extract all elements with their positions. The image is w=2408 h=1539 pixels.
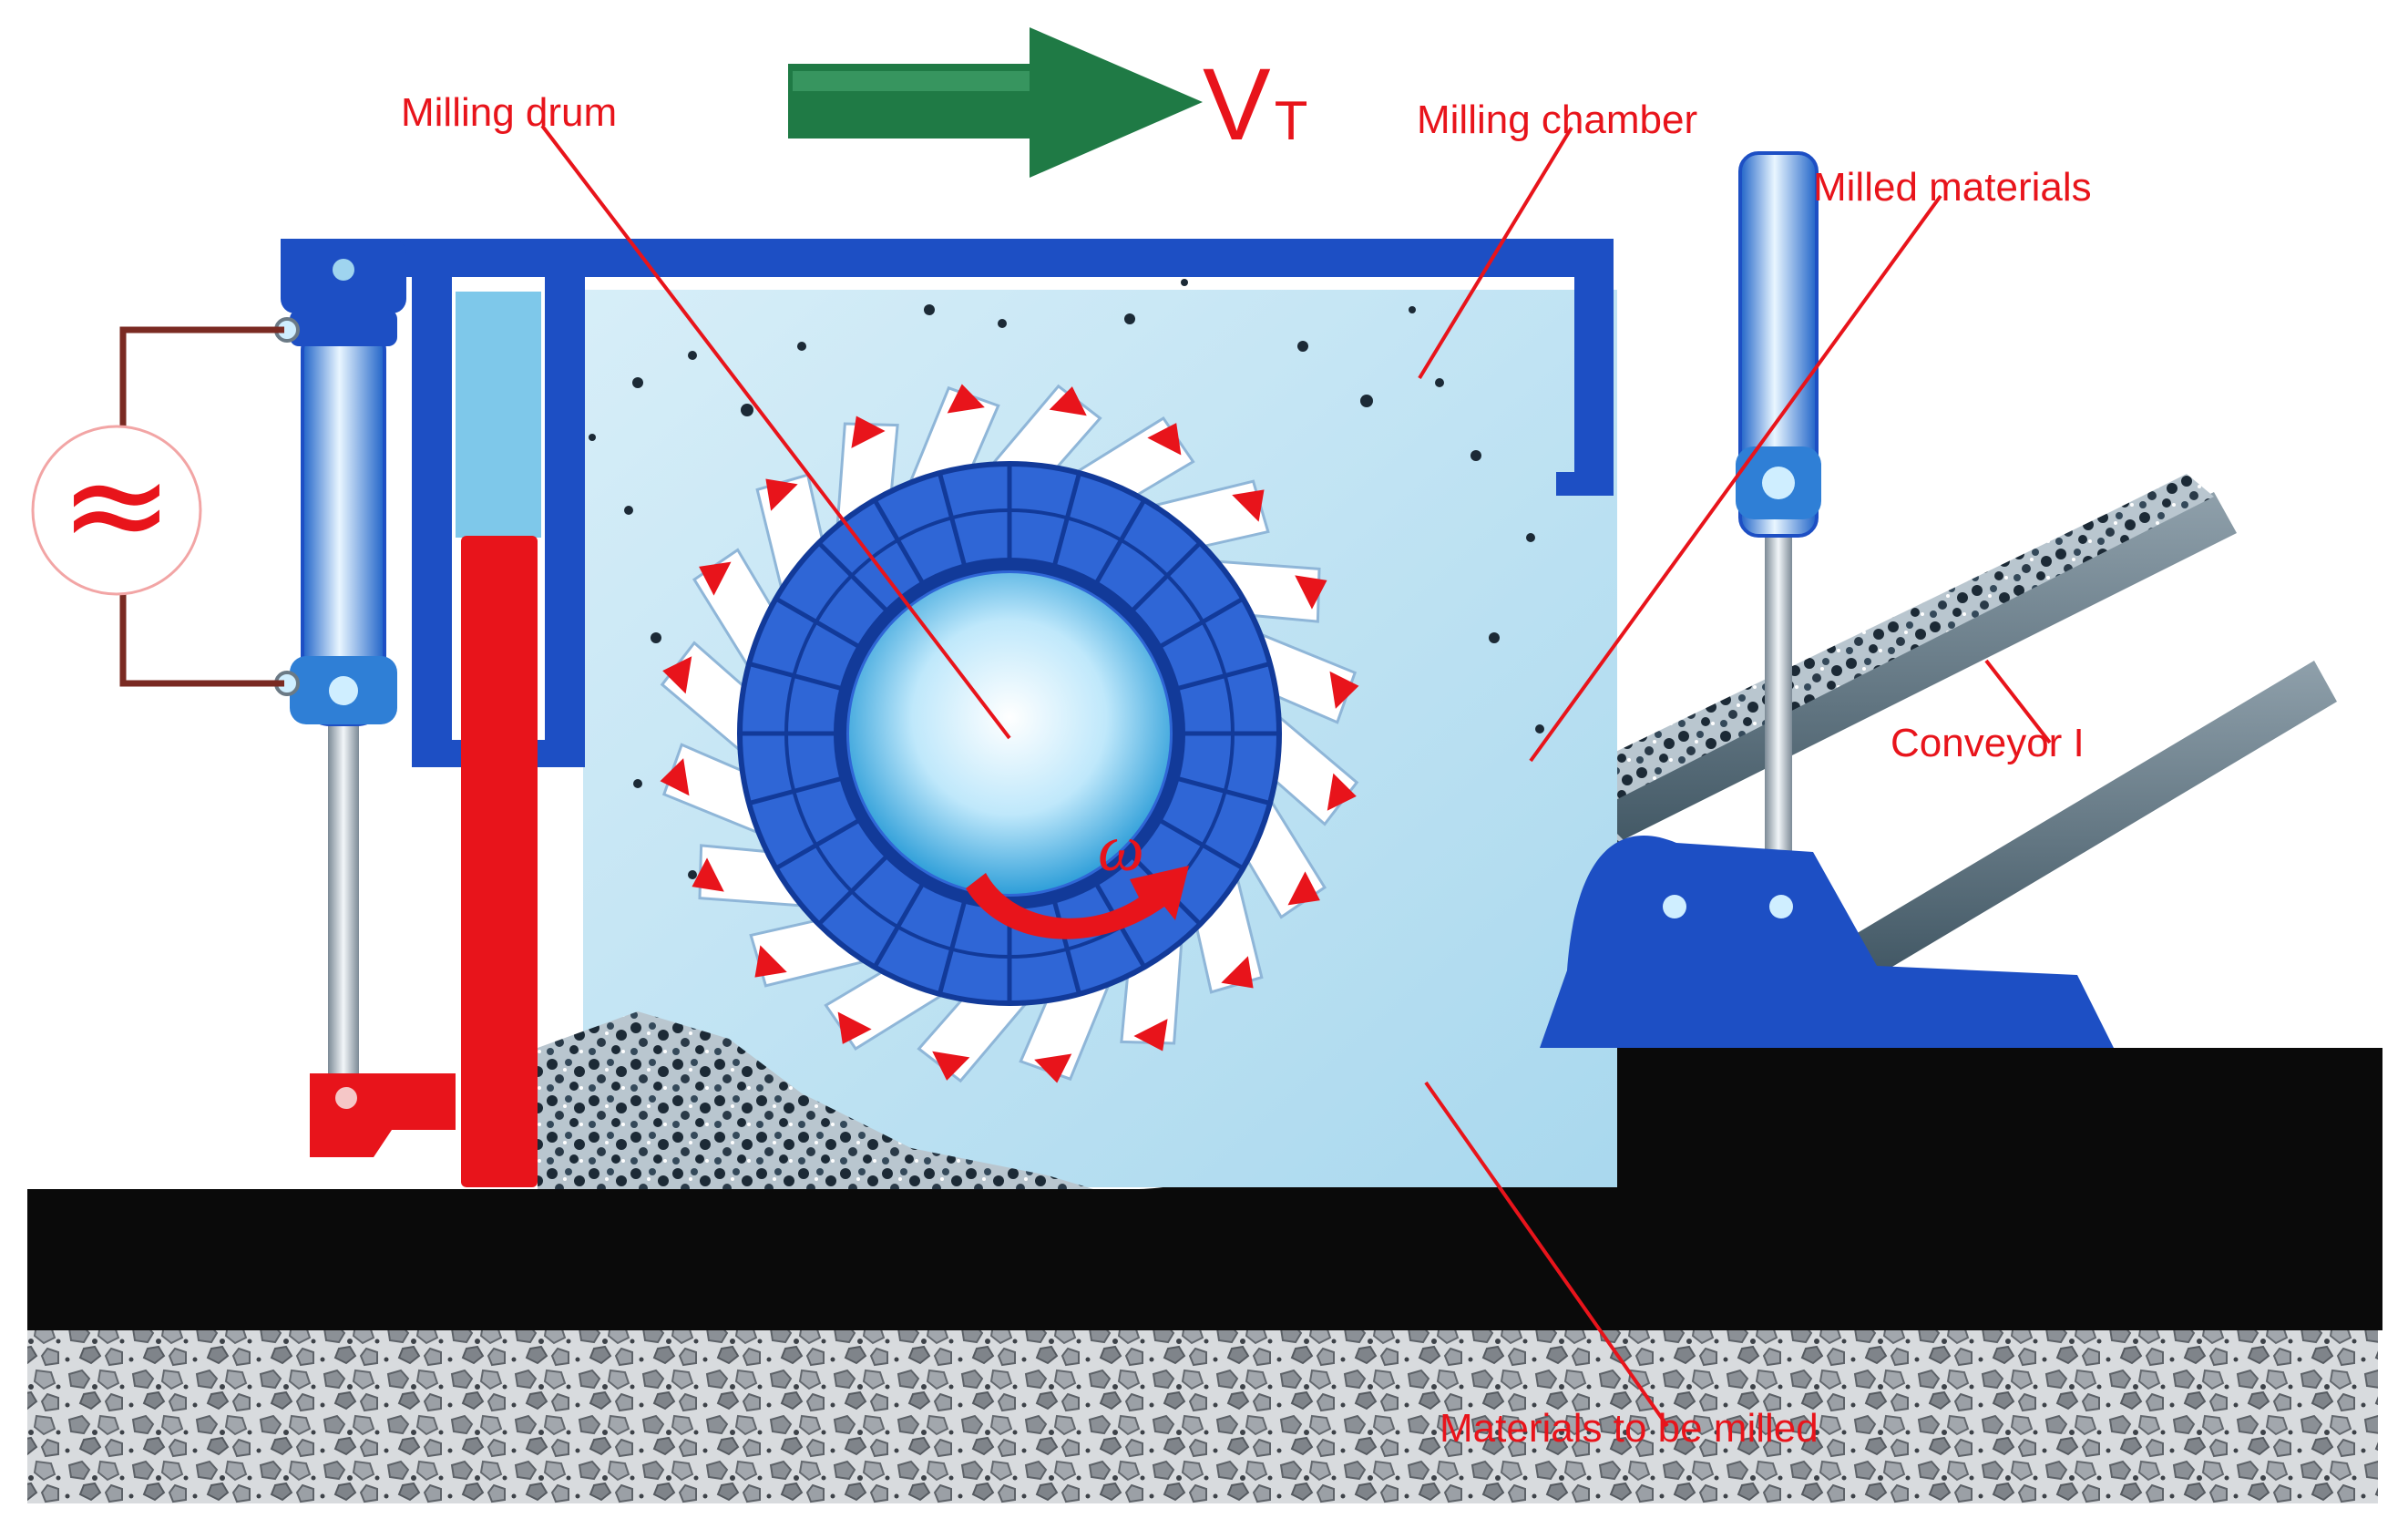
- drum-tooth-tip: [1221, 956, 1254, 989]
- drum-segment-divider: [938, 474, 968, 568]
- leader-lines: [540, 124, 2052, 1428]
- drum-tooth-tip: [1133, 1019, 1168, 1052]
- ac-wire: [119, 326, 284, 687]
- conveyor: [1494, 474, 2337, 984]
- label-milling-chamber: Milling chamber: [1417, 97, 1697, 142]
- drum-segment-ring: [784, 508, 1235, 959]
- conveyor-belt-lower: [1840, 661, 2337, 984]
- right-cylinder-body: [1738, 151, 1819, 538]
- drum-segments: [742, 466, 1277, 1001]
- label-milling-drum: Milling drum: [401, 90, 617, 135]
- drum-segment-divider: [1158, 597, 1243, 650]
- pavement-layer: [27, 1048, 2382, 1330]
- chamber-frame: [281, 239, 1614, 767]
- drum-tooth-tip: [692, 857, 724, 892]
- milling-drum: [660, 384, 1359, 1083]
- drum-tooth-tip: [851, 416, 886, 448]
- drum-segment-divider: [1158, 817, 1243, 870]
- left-rod: [328, 720, 359, 1084]
- drum-tooth-tip: [1232, 489, 1265, 522]
- red-linkage: [310, 1073, 456, 1157]
- debris-left: [538, 1011, 1093, 1189]
- drum-tooth-tip: [699, 561, 732, 596]
- drum-segment-divider: [1175, 662, 1269, 692]
- drum-tooth-tip: [1327, 773, 1357, 811]
- drum-tooth-tip: [754, 945, 787, 978]
- drum-segment-divider: [1051, 899, 1081, 993]
- conveyor-material: [1494, 474, 2214, 847]
- drum-segment-divider: [1093, 500, 1146, 585]
- label-milled-materials: Milled materials: [1813, 165, 2092, 210]
- drum-segment-divider: [1175, 775, 1269, 805]
- drum-tooth-tip: [1034, 1053, 1072, 1083]
- right-hydraulic-cylinder: [1736, 151, 1821, 866]
- drum-tooth-tip: [1147, 423, 1182, 456]
- drum-tooth-tip: [947, 384, 985, 414]
- drum-segment-divider: [776, 597, 861, 650]
- rotation-arrow-icon: [966, 866, 1189, 939]
- drum-tooth-tip: [837, 1011, 872, 1044]
- drum-segment-divider: [818, 542, 889, 613]
- drum-segment-divider: [938, 899, 968, 993]
- drum-segment-divider: [750, 775, 844, 805]
- particles: [589, 279, 1544, 879]
- chamber-inner-panel: [456, 292, 541, 538]
- drum-tooth-tip: [765, 478, 798, 511]
- drum-tooth-tip: [932, 1051, 970, 1081]
- drum-segment-divider: [1051, 474, 1081, 568]
- drum-tooth-tip: [660, 758, 690, 796]
- drum-tooth-tip: [1295, 575, 1327, 610]
- drum-segment-divider: [873, 500, 926, 585]
- gravel-layer: [27, 1326, 2378, 1503]
- red-side-cylinder: [461, 536, 538, 1187]
- drum-segment-divider: [818, 854, 889, 925]
- right-rod: [1765, 510, 1792, 866]
- left-hydraulic-cylinder: [274, 259, 397, 1084]
- drum-segment-divider: [873, 882, 926, 967]
- label-conveyor: Conveyor I: [1891, 721, 2085, 765]
- drum-tooth-tip: [1287, 871, 1320, 906]
- conveyor-belt-upper: [1558, 492, 2237, 861]
- arrow-right-icon: [788, 27, 1203, 178]
- ac-symbol: ≈: [59, 426, 174, 584]
- drum-segment-divider: [1130, 542, 1201, 613]
- velocity-label: VT: [1203, 47, 1307, 161]
- drum-segment-divider: [750, 662, 844, 692]
- angular-velocity-symbol: ω: [1098, 812, 1144, 885]
- label-materials-to-be-milled: Materials to be milled: [1440, 1406, 1819, 1451]
- ac-source-icon: ≈: [31, 326, 284, 687]
- conveyor-bracket: [1540, 835, 2114, 1048]
- drum-core: [849, 573, 1170, 894]
- drum-segment-divider: [776, 817, 861, 870]
- drum-tooth-tip: [662, 656, 692, 694]
- drum-tooth-tip: [1329, 671, 1359, 709]
- drum-tooth-tip: [1049, 386, 1087, 416]
